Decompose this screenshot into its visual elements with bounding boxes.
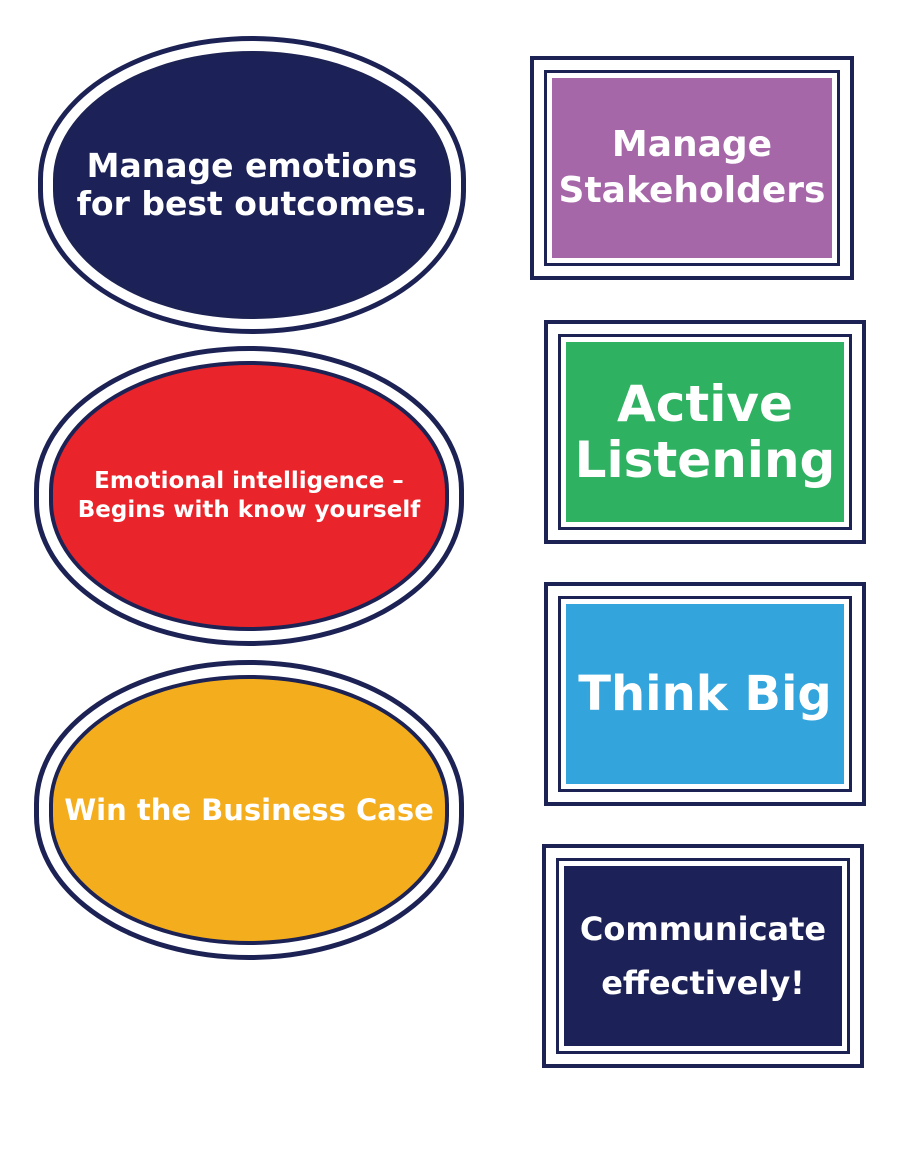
oval-badge-inner: Manage emotions for best outcomes. [53,51,451,319]
rect-badge-line: Communicate [579,910,827,948]
oval-badge-line: Manage emotions [86,146,418,185]
rect-badge-active-listening: Active Listening [544,320,866,544]
oval-badge-line: Emotional intelligence – [94,468,404,494]
rect-badge-frame: Manage Stakeholders [544,70,840,266]
rect-badge-manage-stakeholders: Manage Stakeholders [530,56,854,280]
rect-badge-frame: Active Listening [558,334,852,530]
rect-badge-line: Stakeholders [558,170,826,211]
oval-badge-manage-emotions: Manage emotions for best outcomes. [38,36,466,334]
oval-badge-inner: Emotional intelligence – Begins with kno… [49,361,449,631]
oval-badge-line: Win the Business Case [64,793,434,827]
rect-badge-communicate: Communicate effectively! [542,844,864,1068]
rect-badge-fill: Communicate effectively! [564,866,842,1046]
rect-badge-fill: Active Listening [566,342,844,522]
rect-badge-line: Active [617,375,793,433]
oval-badge-inner: Win the Business Case [49,675,449,945]
oval-badge-business-case: Win the Business Case [34,660,464,960]
rect-badge-line: effectively! [601,964,805,1002]
rect-badge-frame: Think Big [558,596,852,792]
rect-badge-line: Think Big [578,666,832,722]
oval-badge-emotional-intelligence: Emotional intelligence – Begins with kno… [34,346,464,646]
rect-badge-fill: Think Big [566,604,844,784]
rect-badge-think-big: Think Big [544,582,866,806]
rect-badge-fill: Manage Stakeholders [552,78,832,258]
rect-badge-line: Listening [574,431,836,489]
oval-badge-line: for best outcomes. [76,184,428,223]
rect-badge-frame: Communicate effectively! [556,858,850,1054]
oval-badge-line: Begins with know yourself [77,497,421,523]
rect-badge-line: Manage [611,124,773,165]
